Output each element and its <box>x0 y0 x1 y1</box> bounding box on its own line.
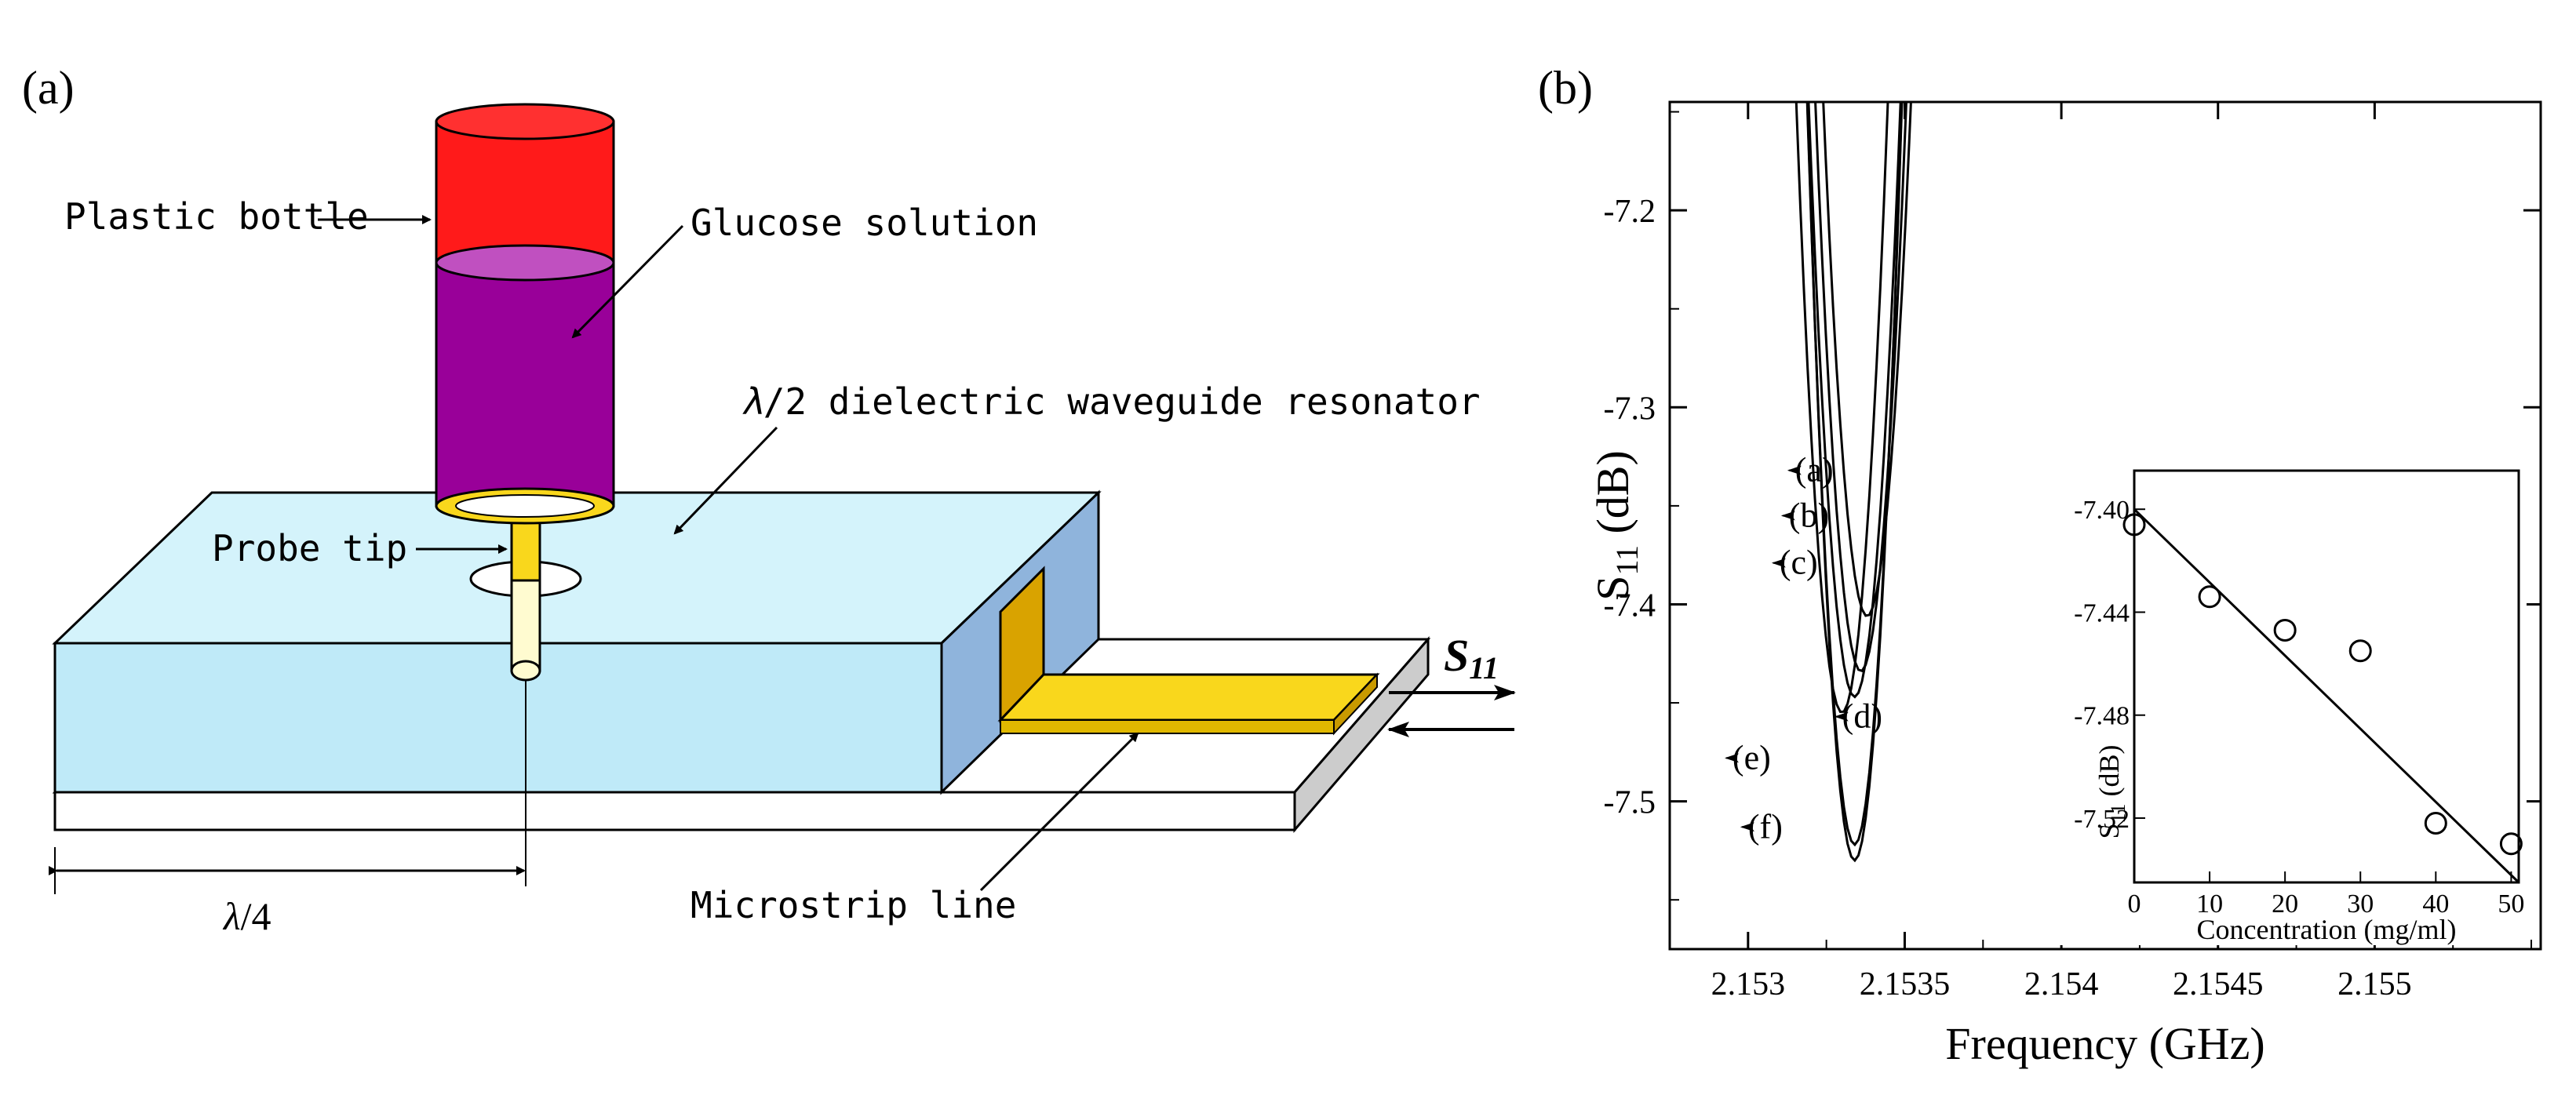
series-curve-c <box>1807 102 1902 699</box>
arrow-microstrip-line <box>979 732 1139 892</box>
label-glucose-solution: Glucose solution <box>690 202 1038 244</box>
inset-point <box>2499 832 2523 856</box>
label-quarter-wave: λ/4 <box>222 894 271 938</box>
label-probe-tip: Probe tip <box>212 527 407 569</box>
label-quarter-wave-text: /4 <box>241 894 271 938</box>
solution-surface <box>435 244 615 282</box>
substrate-front <box>53 791 1296 831</box>
main-chart-y-label-main: S <box>1587 576 1638 601</box>
label-s11-sub: 11 <box>1469 650 1499 686</box>
probe-end <box>510 660 541 682</box>
inset-y-ticks: -7.40 -7.44 -7.48 -7.52 <box>2074 496 2145 834</box>
inset-x-tick-label: 0 <box>2128 889 2141 919</box>
series-label-d: (d) <box>1842 697 1882 736</box>
main-chart-y-ticks: -7.2 -7.3 -7.4 -7.5 <box>1604 111 2541 901</box>
label-s11-main: S <box>1444 630 1469 681</box>
arrow-glucose-solution <box>571 224 684 339</box>
bottle-top-ellipse <box>435 103 615 140</box>
inset-fit-line <box>2133 508 2520 884</box>
inset-y-tick-label: -7.40 <box>2074 496 2130 525</box>
inset-point <box>2424 812 2447 835</box>
series-label-f: (f) <box>1748 807 1783 846</box>
inset-y-tick-label: -7.48 <box>2074 702 2130 731</box>
x-tick-label: 2.153 <box>1711 966 1786 1002</box>
microstrip-strip-end <box>1333 672 1378 736</box>
y-tick-label: -7.2 <box>1604 194 1656 230</box>
y-tick-label: -7.4 <box>1604 588 1656 624</box>
resonator-front <box>53 642 943 794</box>
series-label-e: (e) <box>1733 738 1771 777</box>
probe-lower <box>510 579 541 672</box>
label-quarter-wave-lambda: λ <box>222 894 241 938</box>
main-chart-y-label-unit: (dB) <box>1587 450 1638 545</box>
probe <box>469 516 582 886</box>
series-label-c: (c) <box>1780 544 1818 582</box>
inset-y-label-sub: 11 <box>2107 803 2130 823</box>
series-label-b: (b) <box>1789 496 1829 534</box>
inset-x-tick-label: 10 <box>2196 889 2223 919</box>
bottle-solution-section <box>435 261 615 507</box>
main-chart: (a) (b) (c) (d) (e) (f) 2.153 2.1535 2.154 2.154… <box>1587 100 2542 1069</box>
main-chart-curve-labels: (a) (b) (c) (d) (e) (f) <box>1724 451 1882 846</box>
inset-point <box>2273 618 2297 642</box>
label-plastic-bottle: Plastic bottle <box>64 195 369 238</box>
dielectric-resonator <box>52 489 1102 795</box>
inset-y-tick-label: -7.52 <box>2074 805 2130 834</box>
microstrip-strip-top <box>997 673 1380 722</box>
inset-y-label-main: S <box>2093 824 2125 839</box>
y-tick-label: -7.5 <box>1604 785 1656 821</box>
inset-chart: 0 10 20 30 40 50 -7.40 -7.44 -7.48 -7.52 Concent… <box>2017 463 2527 945</box>
bottle <box>435 103 615 525</box>
main-chart-curves <box>1794 102 1912 863</box>
arrow-resonator <box>673 426 778 535</box>
series-label-a: (a) <box>1795 451 1834 489</box>
inset-x-tick-label: 40 <box>2422 889 2449 919</box>
panel-a: (a) <box>22 62 1516 938</box>
label-microstrip-line: Microstrip line <box>690 884 1016 926</box>
inset-y-tick-label: -7.44 <box>2074 598 2130 628</box>
inset-point <box>2198 585 2221 609</box>
inset-x-label: Concentration (mg/ml) <box>2197 914 2457 945</box>
inset-y-label-unit: (dB) <box>2093 744 2125 803</box>
panel-a-label: (a) <box>22 62 75 114</box>
microstrip-strip-front <box>1000 719 1335 734</box>
inset-x-tick-label: 50 <box>2498 889 2524 919</box>
series-curve-d <box>1794 102 1889 714</box>
inset-background <box>2017 463 2527 945</box>
bottle-red-section <box>435 120 615 264</box>
microstrip <box>997 566 1380 736</box>
inset-frame <box>2133 469 2520 884</box>
y-tick-label: -7.3 <box>1604 391 1656 427</box>
label-resonator-lambda: λ <box>741 380 763 423</box>
series-curve-f <box>1805 102 1904 863</box>
main-chart-x-label: Frequency (GHz) <box>1945 1018 2264 1069</box>
probe-tip-shape <box>510 516 541 582</box>
label-resonator-text: /2 dielectric waveguide resonator <box>763 380 1481 423</box>
inset-x-tick-label: 20 <box>2272 889 2298 919</box>
x-tick-label: 2.1545 <box>2173 966 2264 1002</box>
x-tick-label: 2.154 <box>2024 966 2099 1002</box>
x-tick-label: 2.155 <box>2337 966 2412 1002</box>
main-chart-y-label-sub: 11 <box>1609 545 1645 576</box>
inset-x-tick-label: 30 <box>2347 889 2374 919</box>
inset-y-label: S11 (dB) <box>2093 744 2130 839</box>
inset-point <box>2348 639 2372 663</box>
main-chart-x-ticks: 2.153 2.1535 2.154 2.1545 2.155 <box>1669 102 2533 1002</box>
x-tick-label: 2.1535 <box>1860 966 1951 1002</box>
main-chart-y-label: S11 (dB) <box>1587 450 1645 601</box>
panel-b-label: (b) <box>1538 62 1593 114</box>
inset-x-ticks: 0 10 20 30 40 50 <box>2128 871 2524 919</box>
label-s11: S11 <box>1444 630 1499 686</box>
label-resonator: λ/2 dielectric waveguide resonator <box>741 380 1481 423</box>
bottle-bottom-inner <box>455 494 595 518</box>
main-chart-frame <box>1668 100 2542 951</box>
